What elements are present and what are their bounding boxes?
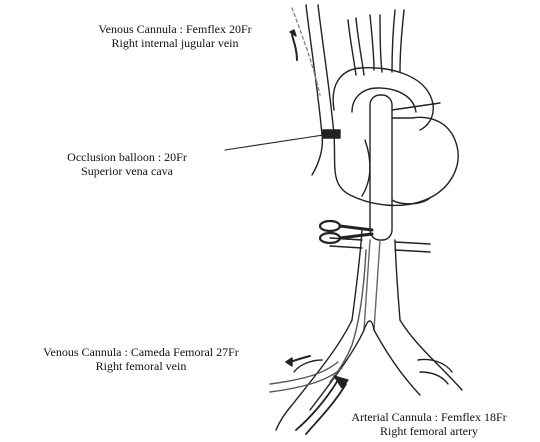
aortic-branch-1 — [348, 20, 356, 75]
aortic-branch-3b — [400, 10, 404, 72]
label-occlusion-line2: Superior vena cava — [42, 164, 212, 178]
label-venous-femoral-line2: Right femoral vein — [6, 359, 276, 373]
label-occlusion-line1: Occlusion balloon : 20Fr — [42, 150, 212, 164]
label-arterial-femoral: Arterial Cannula : Femflex 18Fr Right fe… — [318, 410, 540, 438]
femoral-venous-cannula — [270, 362, 338, 384]
iliac-right-inner — [374, 330, 420, 395]
occlusion-balloon — [323, 130, 340, 138]
jugular-vein-left-wall — [306, 5, 322, 175]
jugular-cannula-arrow — [292, 35, 297, 60]
occlusion-leader — [225, 134, 330, 150]
femoral-venous-arrow — [290, 356, 310, 362]
trunk-right-wall — [395, 240, 400, 320]
aortic-branch-1b — [356, 18, 364, 75]
internal-iliac-right — [418, 360, 452, 385]
ventricle-line — [392, 198, 430, 204]
renal-branch-right — [395, 242, 430, 252]
label-venous-jugular: Venous Cannula : Femflex 20Fr Right inte… — [70, 22, 280, 50]
heart-inner — [362, 140, 370, 196]
label-venous-femoral-line1: Venous Cannula : Cameda Femoral 27Fr — [6, 345, 276, 359]
iliac-right-outer — [400, 320, 462, 390]
label-venous-jugular-line1: Venous Cannula : Femflex 20Fr — [70, 22, 280, 36]
ivc-inner-left — [364, 240, 370, 330]
ivc-inner-right — [374, 240, 380, 330]
ascending-aorta — [370, 95, 392, 240]
label-arterial-line1: Arterial Cannula : Femflex 18Fr — [318, 410, 540, 424]
label-venous-jugular-line2: Right internal jugular vein — [70, 36, 280, 50]
iliac-crotch — [364, 321, 374, 330]
label-venous-femoral: Venous Cannula : Cameda Femoral 27Fr Rig… — [6, 345, 276, 373]
heart-outline — [334, 117, 458, 205]
aortic-arch-outer — [333, 68, 433, 130]
aortic-branch-2 — [370, 15, 374, 70]
internal-iliac-left — [294, 360, 322, 372]
aortic-branch-2b — [380, 15, 382, 72]
femoral-venous-cannula-body — [330, 250, 366, 382]
label-occlusion-balloon: Occlusion balloon : 20Fr Superior vena c… — [42, 150, 212, 178]
aortic-branch-3 — [392, 10, 395, 72]
label-arterial-line2: Right femoral artery — [318, 424, 540, 438]
